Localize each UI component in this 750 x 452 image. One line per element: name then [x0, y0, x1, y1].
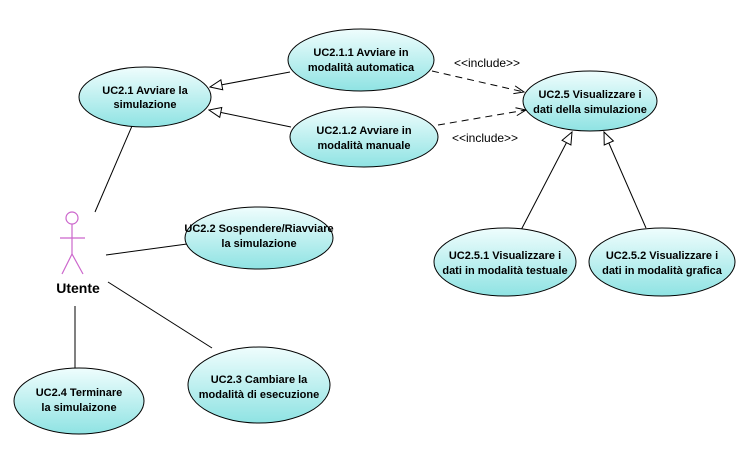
- usecase-uc2-5-1-line1: UC2.5.1 Visualizzare i: [449, 250, 561, 262]
- usecase-uc2-1-line1: UC2.1 Avviare la: [102, 85, 188, 97]
- actor-name: Utente: [56, 280, 100, 296]
- usecase-uc2-4-line2: la simulaizone: [41, 402, 116, 414]
- usecase-uc2-1-1-line1: UC2.1.1 Avviare in: [313, 47, 408, 59]
- usecase-uc2-5-2[interactable]: UC2.5.2 Visualizzare i dati in modalità …: [588, 227, 736, 297]
- include-line-uc211-uc25: [431, 70, 524, 92]
- usecase-uc2-5-1-line2: dati in modalità testuale: [442, 265, 567, 277]
- generalization-uc212-uc21: [209, 110, 292, 128]
- actor-head: [65, 211, 79, 225]
- usecase-uc2-3-line2: modalità di esecuzione: [199, 389, 319, 401]
- include-label-2: <<include>>: [452, 131, 518, 145]
- include-label-1: <<include>>: [454, 56, 520, 70]
- usecase-uc2-2[interactable]: UC2.2 Sospendere/Riavviare la simulazion…: [184, 206, 334, 270]
- usecase-uc2-2-line1: UC2.2 Sospendere/Riavviare: [184, 223, 333, 235]
- usecase-uc2-1[interactable]: UC2.1 Avviare la simulazione: [78, 66, 212, 128]
- usecase-uc2-4[interactable]: UC2.4 Terminare la simulaizone: [13, 367, 145, 435]
- usecase-uc2-5-2-line2: dati in modalità grafica: [602, 265, 723, 277]
- usecase-uc2-5[interactable]: UC2.5 Visualizzare i dati della simulazi…: [522, 70, 658, 132]
- usecase-uc2-1-2[interactable]: UC2.1.2 Avviare in modalità manuale: [289, 106, 439, 168]
- actor-left-leg: [61, 253, 73, 275]
- usecase-uc2-3-line1: UC2.3 Cambiare la: [211, 374, 308, 386]
- usecase-uc2-3[interactable]: UC2.3 Cambiare la modalità di esecuzione: [187, 346, 331, 424]
- usecase-uc2-5-2-line1: UC2.5.2 Visualizzare i: [606, 250, 718, 262]
- usecase-uc2-4-line1: UC2.4 Terminare: [36, 387, 123, 399]
- usecase-uc2-2-line2: la simulazione: [221, 238, 296, 250]
- association-actor-uc23: [107, 281, 213, 349]
- generalization-uc251-uc25: [519, 132, 572, 233]
- actor-figure[interactable]: [60, 211, 85, 275]
- usecase-uc2-5-line2: dati della simulazione: [533, 104, 647, 116]
- usecase-uc2-1-line2: simulazione: [114, 99, 177, 111]
- generalization-uc252-uc25: [604, 132, 647, 229]
- usecase-uc2-5-line1: UC2.5 Visualizzare i: [538, 89, 641, 101]
- association-actor-uc22: [105, 243, 188, 256]
- usecase-uc2-1-1-line2: modalità automatica: [308, 62, 415, 74]
- actor-right-leg: [71, 253, 84, 275]
- usecase-uc2-1-2-line1: UC2.1.2 Avviare in: [316, 125, 411, 137]
- usecase-uc2-1-1[interactable]: UC2.1.1 Avviare in modalità automatica: [287, 28, 435, 92]
- include-line-uc212-uc25: [437, 110, 526, 126]
- usecase-uc2-1-2-line2: modalità manuale: [318, 140, 411, 152]
- generalization-uc211-uc21: [210, 71, 291, 87]
- usecase-uc2-5-1[interactable]: UC2.5.1 Visualizzare i dati in modalità …: [433, 227, 577, 297]
- association-actor-uc21: [94, 125, 133, 213]
